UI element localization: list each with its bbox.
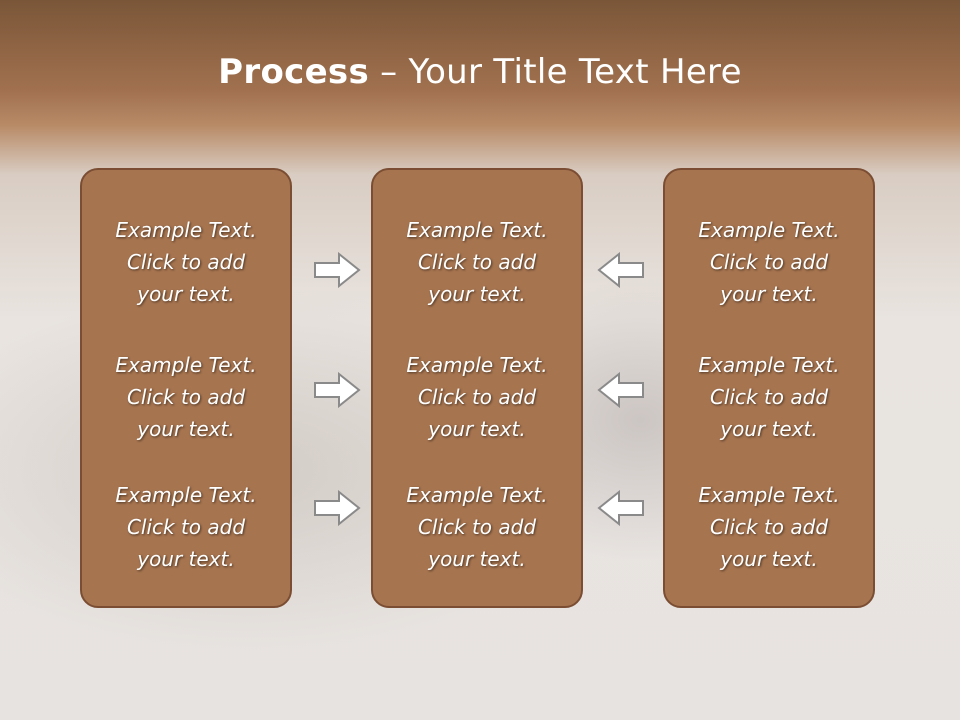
arrow-left-icon (597, 372, 644, 408)
text-line: Click to add (709, 385, 829, 409)
text-line: Click to add (417, 385, 537, 409)
text-block[interactable]: Example Text. Click to add your text. (665, 349, 873, 445)
text-line: Example Text. (406, 483, 548, 507)
text-line: Example Text. (698, 218, 840, 242)
text-line: Click to add (709, 250, 829, 274)
title-bold: Process (218, 52, 370, 92)
text-line: Click to add (126, 250, 246, 274)
text-block[interactable]: Example Text. Click to add your text. (373, 349, 581, 445)
arrow-right-icon (314, 490, 361, 526)
text-block[interactable]: Example Text. Click to add your text. (82, 479, 290, 575)
text-line: Example Text. (115, 353, 257, 377)
text-block[interactable]: Example Text. Click to add your text. (665, 479, 873, 575)
text-line: Click to add (126, 515, 246, 539)
text-line: your text. (720, 547, 818, 571)
slide-title[interactable]: Process – Your Title Text Here (0, 52, 960, 92)
text-block[interactable]: Example Text. Click to add your text. (82, 214, 290, 310)
text-line: Click to add (709, 515, 829, 539)
text-line: your text. (720, 417, 818, 441)
text-block[interactable]: Example Text. Click to add your text. (665, 214, 873, 310)
text-block[interactable]: Example Text. Click to add your text. (82, 349, 290, 445)
text-line: Example Text. (698, 483, 840, 507)
text-line: Example Text. (115, 218, 257, 242)
text-line: Click to add (126, 385, 246, 409)
arrow-right-icon (314, 372, 361, 408)
text-line: your text. (720, 282, 818, 306)
arrow-left-icon (597, 252, 644, 288)
text-line: your text. (137, 282, 235, 306)
text-line: Example Text. (115, 483, 257, 507)
arrow-right-icon (314, 252, 361, 288)
process-box-center[interactable]: Example Text. Click to add your text. Ex… (371, 168, 583, 608)
text-block[interactable]: Example Text. Click to add your text. (373, 479, 581, 575)
process-box-right[interactable]: Example Text. Click to add your text. Ex… (663, 168, 875, 608)
text-line: Example Text. (698, 353, 840, 377)
text-line: your text. (428, 417, 526, 441)
text-line: your text. (137, 547, 235, 571)
text-line: Example Text. (406, 218, 548, 242)
text-block[interactable]: Example Text. Click to add your text. (373, 214, 581, 310)
text-line: Click to add (417, 515, 537, 539)
arrow-left-icon (597, 490, 644, 526)
title-rest: – Your Title Text Here (369, 52, 742, 92)
text-line: Click to add (417, 250, 537, 274)
text-line: your text. (428, 282, 526, 306)
text-line: your text. (137, 417, 235, 441)
text-line: Example Text. (406, 353, 548, 377)
text-line: your text. (428, 547, 526, 571)
process-box-left[interactable]: Example Text. Click to add your text. Ex… (80, 168, 292, 608)
